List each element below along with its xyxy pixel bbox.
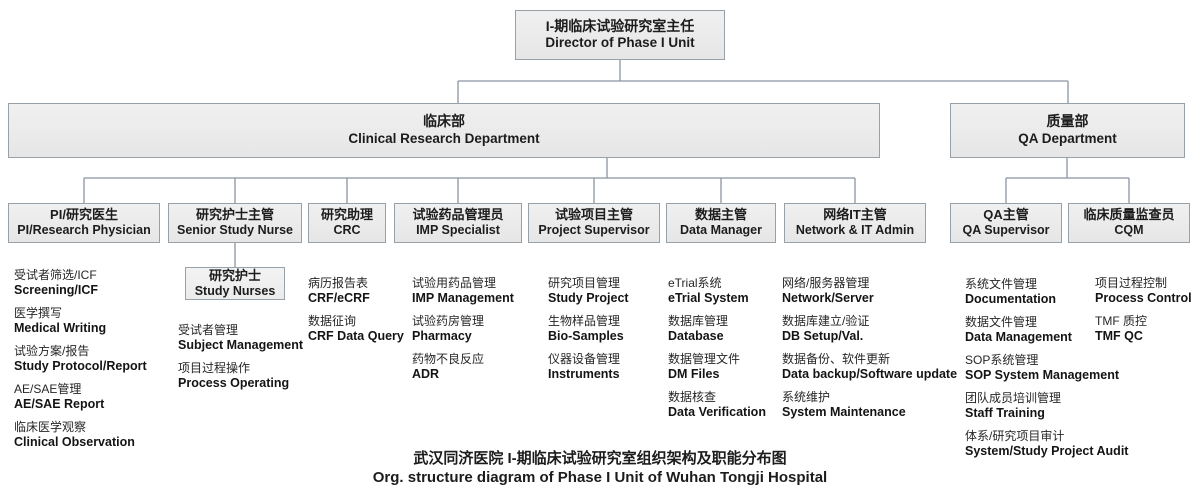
duty-item: 仪器设备管理 Instruments: [548, 352, 621, 381]
duties-cqm: 项目过程控制 Process Control TMF 质控 TMF QC: [1095, 276, 1192, 352]
role-data-en: Data Manager: [680, 223, 762, 238]
duty-item: 数据管理文件 DM Files: [668, 352, 741, 381]
study-nurses-zh: 研究护士: [208, 267, 261, 283]
duty-item: 数据文件管理 Data Management: [965, 315, 1072, 344]
duty-item: 体系/研究项目审计 System/Study Project Audit: [965, 429, 1129, 458]
node-director: I-期临床试验研究室主任 Director of Phase I Unit: [515, 10, 725, 60]
duty-item: 数据备份、软件更新 Data backup/Software update: [782, 352, 958, 381]
duty-item: 数据库建立/验证 DB Setup/Val.: [782, 314, 870, 343]
duty-item: 数据核查 Data Verification: [668, 390, 766, 419]
role-cqm-zh: 临床质量监查员: [1083, 207, 1175, 223]
node-qa-title-zh: 质量部: [1046, 113, 1089, 130]
node-director-title-en: Director of Phase I Unit: [545, 35, 695, 51]
role-nurse-en: Senior Study Nurse: [177, 223, 293, 238]
node-role-project-supervisor: 试验项目主管 Project Supervisor: [528, 203, 660, 243]
duty-item: SOP系统管理 SOP System Management: [965, 353, 1119, 382]
node-director-title-zh: I-期临床试验研究室主任: [545, 17, 695, 34]
diagram-caption: 武汉同济医院 I-期临床试验研究室组织架构及职能分布图 Org. structu…: [0, 450, 1200, 488]
duty-item: 试验药房管理 Pharmacy: [412, 314, 485, 343]
node-role-network-it-admin: 网络IT主管 Network & IT Admin: [784, 203, 926, 243]
duties-it: 网络/服务器管理 Network/Server 数据库建立/验证 DB Setu…: [782, 276, 957, 428]
duty-item: 受试者管理 Subject Management: [178, 323, 304, 352]
role-project-en: Project Supervisor: [538, 223, 650, 238]
role-qa-zh: QA主管: [983, 207, 1029, 223]
study-nurses-en: Study Nurses: [194, 283, 276, 298]
duty-item: AE/SAE管理 AE/SAE Report: [14, 382, 105, 411]
duty-item: 项目过程控制 Process Control: [1095, 276, 1192, 305]
duties-imp: 试验用药品管理 IMP Management 试验药房管理 Pharmacy 药…: [412, 276, 514, 390]
node-role-cqm: 临床质量监查员 CQM: [1068, 203, 1190, 243]
node-clinical-title-en: Clinical Research Department: [348, 130, 540, 146]
node-study-nurses: 研究护士 Study Nurses: [185, 267, 285, 300]
role-nurse-zh: 研究护士主管: [195, 207, 274, 223]
duty-item: 网络/服务器管理 Network/Server: [782, 276, 874, 305]
role-crc-en: CRC: [333, 223, 361, 238]
duties-crc: 病历报告表 CRF/eCRF 数据征询 CRF Data Query: [308, 276, 404, 352]
role-imp-zh: 试验药品管理员: [412, 207, 504, 223]
duty-item: 药物不良反应 ADR: [412, 352, 485, 381]
node-clinical-title-zh: 临床部: [423, 113, 465, 130]
duties-data: eTrial系统 eTrial System 数据库管理 Database 数据…: [668, 276, 766, 428]
node-clinical-department: 临床部 Clinical Research Department: [8, 103, 880, 158]
node-role-pi: PI/研究医生 PI/Research Physician: [8, 203, 160, 243]
role-cqm-en: CQM: [1114, 223, 1144, 238]
node-role-qa-supervisor: QA主管 QA Supervisor: [950, 203, 1062, 243]
duties-project: 研究项目管理 Study Project 生物样品管理 Bio-Samples …: [548, 276, 629, 390]
duty-item: 试验方案/报告 Study Protocol/Report: [14, 344, 147, 373]
duty-item: 团队成员培训管理 Staff Training: [965, 391, 1062, 420]
duty-item: 试验用药品管理 IMP Management: [412, 276, 514, 305]
role-qa-en: QA Supervisor: [962, 223, 1050, 238]
node-role-senior-study-nurse: 研究护士主管 Senior Study Nurse: [168, 203, 302, 243]
node-role-data-manager: 数据主管 Data Manager: [666, 203, 776, 243]
role-pi-en: PI/Research Physician: [17, 223, 151, 238]
duty-item: TMF 质控 TMF QC: [1095, 314, 1147, 343]
node-qa-department: 质量部 QA Department: [950, 103, 1185, 158]
duty-item: 医学撰写 Medical Writing: [14, 306, 107, 335]
role-project-zh: 试验项目主管: [554, 207, 633, 223]
duty-item: 受试者筛选/ICF Screening/ICF: [14, 268, 99, 297]
node-qa-title-en: QA Department: [1018, 130, 1117, 146]
duty-item: eTrial系统 eTrial System: [668, 276, 749, 305]
duties-pi: 受试者筛选/ICF Screening/ICF 医学撰写 Medical Wri…: [14, 268, 147, 458]
duty-item: 系统维护 System Maintenance: [782, 390, 906, 419]
node-role-crc: 研究助理 CRC: [308, 203, 386, 243]
caption-en: Org. structure diagram of Phase I Unit o…: [372, 468, 828, 486]
duty-item: 生物样品管理 Bio-Samples: [548, 314, 624, 343]
duty-item: 病历报告表 CRF/eCRF: [308, 276, 370, 305]
role-pi-zh: PI/研究医生: [50, 207, 118, 223]
role-data-zh: 数据主管: [694, 207, 747, 223]
duty-item: 数据征询 CRF Data Query: [308, 314, 404, 343]
role-it-zh: 网络IT主管: [823, 207, 887, 223]
caption-zh: 武汉同济医院 I-期临床试验研究室组织架构及职能分布图: [413, 450, 787, 467]
duty-item: 项目过程操作 Process Operating: [178, 361, 290, 390]
duty-item: 系统文件管理 Documentation: [965, 277, 1056, 306]
role-it-en: Network & IT Admin: [795, 223, 915, 238]
duty-item: 研究项目管理 Study Project: [548, 276, 629, 305]
role-crc-zh: 研究助理: [320, 207, 373, 223]
duty-item: 数据库管理 Database: [668, 314, 729, 343]
duties-qa: 系统文件管理 Documentation 数据文件管理 Data Managem…: [965, 277, 1128, 467]
duties-nurse: 受试者管理 Subject Management 项目过程操作 Process …: [178, 323, 303, 399]
role-imp-en: IMP Specialist: [416, 223, 500, 238]
duty-item: 临床医学观察 Clinical Observation: [14, 420, 135, 449]
node-role-imp-specialist: 试验药品管理员 IMP Specialist: [394, 203, 522, 243]
